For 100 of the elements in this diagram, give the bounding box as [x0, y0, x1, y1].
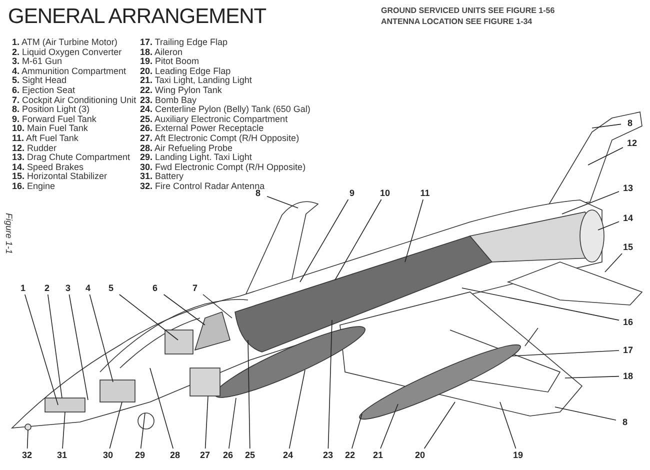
callout-number: 32	[19, 450, 35, 460]
callout-number: 15	[620, 242, 636, 252]
leader-line	[598, 221, 620, 230]
leader-line	[592, 124, 622, 128]
callout-number: 23	[320, 450, 336, 460]
key-list-item: 17. Trailing Edge Flap	[140, 38, 228, 48]
key-list-item: 29. Landing Light. Taxi Light	[140, 153, 252, 163]
callout-number: 11	[417, 188, 433, 198]
callout-number: 6	[147, 282, 163, 294]
callout-number: 12	[624, 138, 640, 148]
leader-line	[564, 376, 620, 378]
reference-note: GROUND SERVICED UNITS SEE FIGURE 1-56	[381, 6, 555, 16]
callout-number: 24	[280, 450, 296, 460]
leader-line	[266, 196, 298, 208]
leader-line	[163, 294, 206, 326]
callout-number: 20	[412, 450, 428, 460]
key-list-item: 10. Main Fuel Tank	[12, 124, 88, 134]
leader-line	[380, 404, 398, 449]
key-list-item: 25. Auxiliary Electronic Compartment	[140, 114, 288, 124]
callout-number: 14	[620, 212, 636, 224]
callout-number: 8	[622, 118, 638, 128]
leader-line	[352, 414, 362, 449]
callout-number: 9	[344, 188, 360, 198]
reference-note: ANTENNA LOCATION SEE FIGURE 1-34	[381, 17, 532, 27]
callout-number: 30	[100, 450, 116, 460]
key-list-item: 3. M-61 Gun	[12, 57, 62, 67]
leader-line	[500, 402, 516, 449]
leader-line	[109, 402, 122, 449]
key-list-item: 1. ATM (Air Turbine Motor)	[12, 38, 118, 48]
key-list-item: 13. Drag Chute Compartment	[12, 153, 130, 163]
key-list-item: 28. Air Refueling Probe	[140, 144, 233, 154]
key-list-item: 2. Liquid Oxygen Converter	[12, 48, 122, 58]
leader-line	[300, 199, 349, 282]
callout-number: 13	[620, 182, 636, 194]
leader-line	[202, 294, 232, 318]
leader-line	[62, 412, 66, 449]
callout-number: 2	[39, 282, 55, 294]
leader-line	[140, 412, 146, 449]
key-list-item: 27. Aft Electronic Compt (R/H Opposite)	[140, 134, 300, 144]
callout-number: 27	[197, 450, 213, 460]
leader-line	[48, 294, 62, 398]
key-list-item: 9. Forward Fuel Tank	[12, 114, 96, 124]
callout-number: 17	[620, 344, 636, 356]
key-list-item: 15. Horizontal Stabilizer	[12, 172, 108, 182]
key-list-item: 6. Ejection Seat	[12, 86, 76, 96]
callout-number: 16	[620, 316, 636, 328]
key-list-item: 16. Engine	[12, 182, 56, 192]
callout-number: 29	[132, 450, 148, 460]
leader-line	[604, 253, 622, 272]
callout-number: 28	[167, 450, 183, 460]
leader-line	[334, 199, 382, 280]
key-list-item: 14. Speed Brakes	[12, 162, 84, 172]
callout-number: 5	[103, 282, 119, 294]
callout-number: 1	[15, 282, 31, 294]
key-list-item: 7. Cockpit Air Conditioning Unit	[12, 96, 136, 106]
leader-line	[150, 368, 174, 449]
diagram-title: GENERAL ARRANGEMENT	[8, 4, 266, 30]
key-list-item: 21. Taxi Light, Landing Light	[140, 76, 252, 86]
leader-line	[68, 294, 88, 400]
key-list-item: 11. Aft Fuel Tank	[12, 134, 78, 144]
callout-number: 19	[510, 450, 526, 460]
callout-number: 26	[220, 450, 236, 460]
leader-line	[228, 398, 236, 449]
callout-number: 3	[60, 282, 76, 294]
key-list-item: 23. Bomb Bay	[140, 96, 197, 106]
key-list-item: 20. Leading Edge Flap	[140, 66, 231, 76]
figure-caption: Figure 1-1	[3, 212, 14, 254]
key-list-item: 22. Wing Pylon Tank	[140, 86, 222, 96]
key-list-item: 5. Sight Head	[12, 76, 67, 86]
callout-number: 7	[187, 282, 203, 294]
leader-line	[554, 406, 616, 420]
leader-line	[404, 199, 424, 262]
leader-line	[288, 370, 306, 449]
leader-line	[204, 396, 208, 449]
leader-line	[462, 288, 620, 321]
leader-line	[24, 294, 58, 406]
key-list-item: 8. Position Light (3)	[12, 105, 90, 115]
callout-number: 4	[80, 282, 96, 294]
leader-line	[26, 430, 28, 449]
callout-number: 31	[54, 450, 70, 460]
key-list-item: 12. Rudder	[12, 144, 57, 154]
key-list-item: 18. Aileron	[140, 48, 183, 58]
key-list-item: 24. Centerline Pylon (Belly) Tank (650 Gal)	[140, 105, 310, 115]
key-list-item: 26. External Power Receptacle	[140, 124, 264, 134]
callout-number: 25	[242, 450, 258, 460]
callout-number: 8	[617, 416, 633, 428]
leader-line	[512, 350, 620, 356]
callout-number: 18	[620, 370, 636, 382]
key-list-item: 31. Battery	[140, 172, 184, 182]
leader-line	[89, 294, 114, 382]
key-list-item: 19. Pitot Boom	[140, 57, 200, 67]
leader-line	[424, 402, 456, 449]
key-list-item: 4. Ammunition Compartment	[12, 66, 126, 76]
leader-line	[119, 294, 178, 340]
leader-line	[588, 147, 624, 166]
callout-number: 22	[342, 450, 358, 460]
callout-number: 21	[370, 450, 386, 460]
leader-line	[562, 191, 620, 214]
leader-line	[328, 320, 332, 449]
key-list-item: 30. Fwd Electronic Compt (R/H Opposite)	[140, 162, 306, 172]
